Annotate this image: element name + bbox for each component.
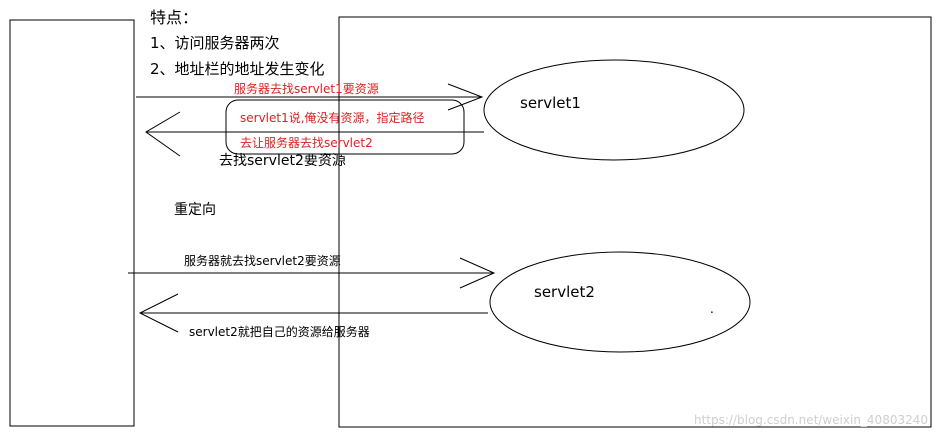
reply-note-line-1: servlet1说,俺没有资源，指定路径: [240, 110, 425, 125]
request2-arrow-head: [459, 257, 496, 289]
redirect-label: 重定向: [174, 202, 216, 218]
notes-point-2: 2、地址栏的地址发生变化: [150, 60, 325, 78]
server-box: [338, 16, 932, 428]
notes-heading: 特点：: [150, 8, 198, 27]
reply1-arrow-head: [145, 111, 181, 157]
watermark-text: https://blog.csdn.net/weixin_40803240: [694, 413, 928, 427]
servlet1-ellipse: [483, 59, 745, 161]
stray-dot: .: [710, 302, 714, 316]
client-box: [9, 19, 135, 427]
servlet2-ellipse: [489, 251, 751, 353]
reply2-label: servlet2就把自己的资源给服务器: [189, 324, 370, 339]
reply-note-line-2: 去让服务器去找servlet2: [240, 135, 373, 150]
reply-note-box: [225, 99, 465, 155]
request1-arrow-head: [447, 83, 484, 111]
reply1-black-label: 去找servlet2要资源: [219, 153, 346, 169]
request1-label: 服务器去找servlet1要资源: [234, 81, 379, 96]
reply2-arrow-head: [138, 293, 179, 333]
request2-label: 服务器就去找servlet2要资源: [184, 253, 341, 268]
servlet1-label: servlet1: [520, 94, 581, 112]
servlet2-label: servlet2: [534, 283, 595, 301]
notes-point-1: 1、访问服务器两次: [150, 34, 280, 52]
